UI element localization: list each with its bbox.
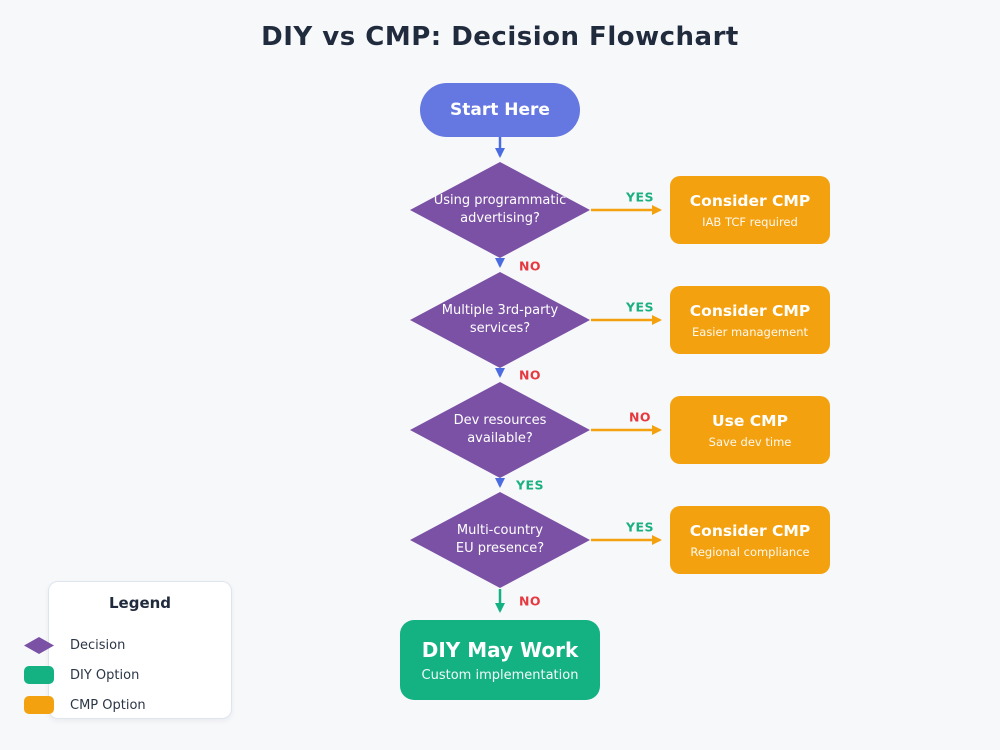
legend-card: Legend <box>48 581 232 719</box>
edge-label-no-3: NO <box>628 409 652 425</box>
edge-label-yes-1: YES <box>625 189 655 205</box>
decision-text-line1: Dev resources <box>453 412 547 428</box>
result-box-consider-cmp-tcf: Consider CMP IAB TCF required <box>670 176 830 244</box>
legend-item-label: DIY Option <box>70 667 140 683</box>
result-title: Consider CMP <box>689 191 811 210</box>
legend-item-decision: Decision <box>24 637 125 654</box>
decision-node-3rd-party-services: Multiple 3rd-party services? <box>410 272 590 368</box>
decision-node-eu-presence: Multi-country EU presence? <box>410 492 590 588</box>
legend-item-cmp-option: CMP Option <box>24 696 146 714</box>
legend-item-label: CMP Option <box>70 697 146 713</box>
decision-text-line1: Multiple 3rd-party <box>441 302 559 318</box>
result-subtitle: IAB TCF required <box>702 214 798 229</box>
result-title: Consider CMP <box>689 301 811 320</box>
start-node-label: Start Here <box>450 100 550 120</box>
legend-item-diy-option: DIY Option <box>24 666 139 684</box>
final-subtitle: Custom implementation <box>421 667 579 683</box>
decision-diamond-icon <box>24 637 54 654</box>
final-title: DIY May Work <box>421 637 579 662</box>
result-title: Consider CMP <box>689 521 811 540</box>
edge-label-yes-2: YES <box>625 299 655 315</box>
legend-item-label: Decision <box>70 638 126 653</box>
edge-label-no-4: NO <box>518 593 542 609</box>
result-subtitle: Save dev time <box>708 434 792 449</box>
edge-label-no-2: NO <box>518 367 542 383</box>
final-node-diy: DIY May Work Custom implementation <box>400 620 600 700</box>
start-node: Start Here <box>420 83 580 137</box>
decision-node-dev-resources: Dev resources available? <box>410 382 590 478</box>
result-subtitle: Regional compliance <box>690 544 810 559</box>
edge-label-yes-4: YES <box>625 519 655 535</box>
legend-title: Legend <box>108 594 172 612</box>
decision-text-line2: advertising? <box>460 211 540 226</box>
result-box-consider-cmp-regional: Consider CMP Regional compliance <box>670 506 830 574</box>
result-subtitle: Easier management <box>692 324 808 339</box>
decision-node-programmatic-advertising: Using programmatic advertising? <box>410 162 590 258</box>
diy-option-swatch-icon <box>24 666 54 684</box>
result-box-use-cmp: Use CMP Save dev time <box>670 396 830 464</box>
decision-text-line1: Multi-country <box>456 522 544 538</box>
cmp-option-swatch-icon <box>24 696 54 714</box>
result-title: Use CMP <box>712 411 788 430</box>
decision-text-line2: EU presence? <box>455 541 545 556</box>
edge-label-yes-3: YES <box>515 477 545 493</box>
decision-text-line2: services? <box>469 321 531 336</box>
page-title: DIY vs CMP: Decision Flowchart <box>261 22 739 52</box>
result-box-consider-cmp-management: Consider CMP Easier management <box>670 286 830 354</box>
decision-text-line2: available? <box>467 431 533 446</box>
decision-text-line1: Using programmatic <box>433 192 567 208</box>
edge-label-no-1: NO <box>518 258 542 274</box>
